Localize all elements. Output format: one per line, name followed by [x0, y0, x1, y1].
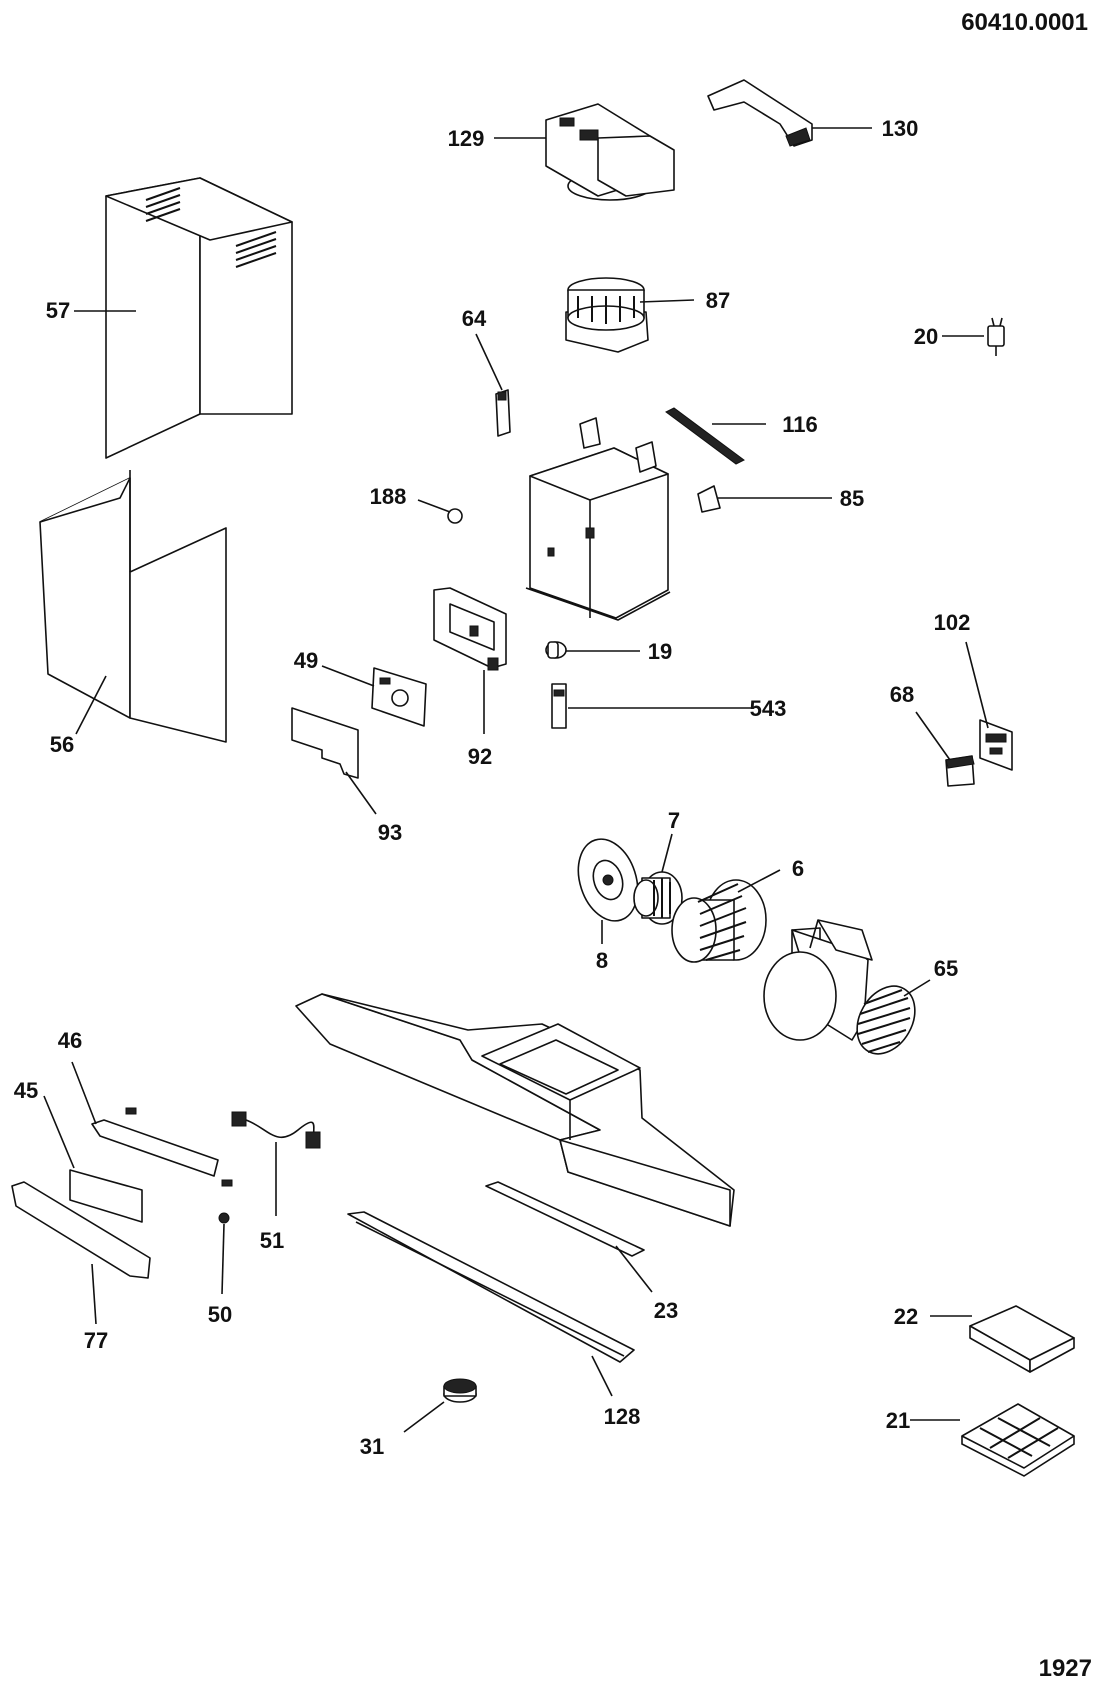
callout-77: 77 — [84, 1328, 108, 1353]
callout-85: 85 — [840, 486, 864, 511]
part-power-plug — [987, 317, 1005, 356]
callout-50: 50 — [208, 1302, 232, 1327]
callout-7: 7 — [668, 808, 680, 833]
callout-68: 68 — [890, 682, 914, 707]
callout-20: 20 — [914, 324, 938, 349]
callout-45: 45 — [14, 1078, 38, 1103]
part-front-trim-77 — [11, 1181, 151, 1279]
callout-19: 19 — [648, 639, 672, 664]
part-blower-grille — [856, 985, 916, 1055]
callout-93: 93 — [378, 820, 402, 845]
callout-22: 22 — [894, 1304, 918, 1329]
callout-56: 56 — [50, 732, 74, 757]
part-terminal-strip — [665, 407, 745, 465]
callout-51: 51 — [260, 1228, 284, 1253]
callout-130: 130 — [882, 116, 919, 141]
part-motor-box — [525, 417, 671, 621]
part-trim-rail-128 — [347, 1211, 635, 1363]
part-filter-frame-21 — [961, 1403, 1075, 1477]
page-code: 1927 — [1039, 1655, 1092, 1682]
part-circuit-board — [291, 707, 359, 779]
part-duct-collar — [565, 277, 649, 353]
callout-31: 31 — [360, 1434, 384, 1459]
part-motor-plate — [577, 838, 639, 922]
diagram-number: 60410.0001 — [961, 9, 1088, 36]
part-upper-chimney-cover — [105, 177, 293, 459]
callout-543: 543 — [750, 696, 787, 721]
callout-46: 46 — [58, 1028, 82, 1053]
callout-116: 116 — [782, 412, 818, 437]
part-68 — [945, 755, 975, 787]
callout-102: 102 — [934, 610, 971, 635]
callout-23: 23 — [654, 1298, 678, 1323]
callout-6: 6 — [792, 856, 804, 881]
callout-129: 129 — [448, 126, 485, 151]
part-light-lens-45 — [69, 1169, 143, 1223]
part-blower-wheel — [671, 879, 767, 963]
part-64 — [495, 389, 511, 437]
callout-188: 188 — [370, 484, 407, 509]
part-lower-chimney-cover — [39, 470, 227, 743]
part-switch-panel-49 — [371, 667, 427, 727]
part-capacitor-543 — [551, 683, 567, 729]
part-knob-31 — [443, 1378, 477, 1403]
part-blower-housing — [763, 919, 873, 1041]
part-mounting-bracket — [707, 79, 813, 147]
part-control-strip-46 — [91, 1107, 233, 1187]
part-lamp-19 — [545, 641, 567, 659]
part-screw-188 — [447, 508, 463, 524]
part-screw-50 — [218, 1212, 230, 1224]
part-bracket-102 — [979, 719, 1013, 771]
part-damper-housing — [545, 103, 675, 201]
callout-92: 92 — [468, 744, 492, 769]
callout-8: 8 — [596, 948, 608, 973]
part-canopy — [295, 993, 735, 1227]
callout-64: 64 — [462, 306, 487, 331]
part-motor — [633, 871, 683, 925]
callout-49: 49 — [294, 648, 318, 673]
part-wire-harness-51 — [231, 1111, 321, 1149]
part-grease-filter-23 — [485, 1181, 645, 1257]
callout-21: 21 — [886, 1408, 910, 1433]
part-clip-85 — [697, 485, 721, 513]
callout-128: 128 — [604, 1404, 641, 1429]
callout-65: 65 — [934, 956, 958, 981]
part-control-bracket — [433, 587, 507, 671]
callout-57: 57 — [46, 298, 70, 323]
part-charcoal-filter-22 — [969, 1305, 1075, 1373]
callout-87: 87 — [706, 288, 730, 313]
